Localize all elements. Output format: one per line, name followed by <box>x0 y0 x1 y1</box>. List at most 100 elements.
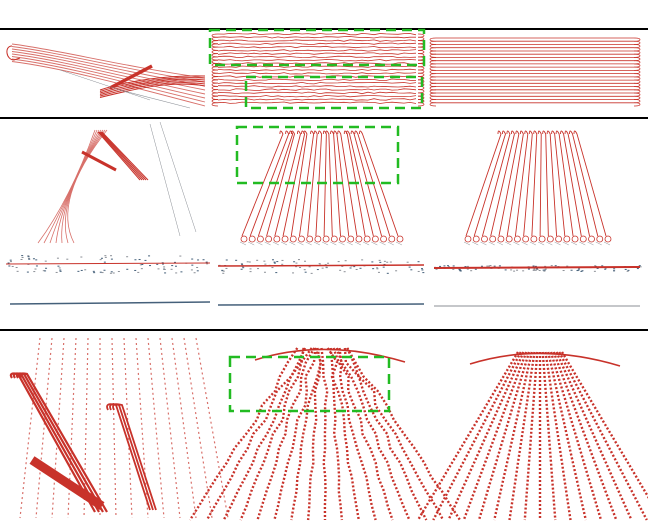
point-sample <box>196 270 199 272</box>
point-sample <box>601 265 604 267</box>
point-sample <box>379 261 382 263</box>
point-sample <box>42 270 45 272</box>
turnaround-loop <box>417 33 425 38</box>
trajectory-line <box>254 348 406 363</box>
point-sample <box>27 257 30 259</box>
point-trace <box>579 241 586 246</box>
point-sample <box>376 268 379 270</box>
trajectory-line <box>241 130 284 237</box>
point-sample <box>174 265 177 267</box>
trajectory-line <box>560 130 582 237</box>
point-sample <box>263 260 266 262</box>
point-sample <box>138 259 141 261</box>
turnaround-loop <box>273 235 281 243</box>
point-trace <box>313 241 321 246</box>
turnaround-loop <box>355 235 363 243</box>
trajectory-line <box>101 131 149 181</box>
point-sample <box>103 269 106 271</box>
row-2-sideview-baseline <box>5 255 211 305</box>
point-sample <box>225 267 228 269</box>
point-sample <box>386 261 389 263</box>
point-trace <box>603 241 611 246</box>
trajectory-line <box>498 130 520 237</box>
trajectory-dotted <box>256 347 316 521</box>
trajectory-dotted <box>432 351 522 521</box>
point-sample <box>191 258 194 260</box>
point-sample <box>533 268 536 270</box>
point-sample <box>446 265 449 267</box>
trajectory-line <box>217 52 417 55</box>
highlight-box <box>228 355 391 413</box>
turnaround-loop <box>211 85 219 91</box>
point-sample <box>421 269 424 271</box>
point-sample <box>196 266 199 268</box>
point-sample <box>522 270 525 272</box>
trajectory-line <box>67 129 108 244</box>
turnaround-loop <box>417 69 425 74</box>
point-sample <box>504 269 507 271</box>
point-sample <box>56 257 59 259</box>
turnaround-loop <box>371 235 379 243</box>
point-sample <box>570 269 573 271</box>
turnaround-loop <box>633 63 641 68</box>
point-sample <box>295 266 298 268</box>
trajectory-dotted <box>555 351 633 521</box>
turnaround-loop <box>464 235 472 243</box>
turnaround-loop <box>429 73 437 78</box>
trajectory-dotted <box>147 337 165 519</box>
point-sample <box>263 271 266 273</box>
point-trace <box>354 241 362 246</box>
trajectory-dotted <box>159 337 181 519</box>
point-sample <box>532 269 535 271</box>
point-sample <box>8 265 11 267</box>
point-sample <box>349 267 352 269</box>
point-sample <box>179 255 182 257</box>
turnaround-loop <box>429 50 437 55</box>
turnaround-loop <box>429 95 437 100</box>
trajectory-line <box>217 45 417 49</box>
point-sample <box>264 263 267 265</box>
turnaround-loop <box>347 235 355 243</box>
point-sample <box>205 261 208 263</box>
trajectory-line <box>99 83 206 98</box>
point-sample <box>459 269 462 271</box>
point-sample <box>359 267 362 269</box>
turnaround-loop <box>633 92 641 97</box>
point-trace <box>239 241 247 246</box>
point-sample <box>240 263 243 265</box>
turnaround-loop <box>633 69 641 75</box>
trajectory-line <box>100 131 147 181</box>
trajectory-dotted <box>35 337 53 519</box>
turnaround-loop <box>211 102 219 107</box>
turnaround-loop <box>417 66 425 71</box>
point-sample <box>256 259 259 261</box>
trajectory-profile <box>217 264 425 267</box>
turnaround-loop <box>633 95 641 100</box>
row-2 <box>5 121 642 307</box>
point-sample <box>594 265 597 267</box>
point-sample <box>249 271 252 273</box>
point-sample <box>103 261 106 263</box>
turnaround-loop <box>281 235 289 243</box>
point-trace <box>463 241 471 246</box>
point-trace <box>529 241 536 246</box>
trajectory-line <box>99 80 206 95</box>
point-sample <box>480 265 483 267</box>
point-sample <box>246 261 249 263</box>
point-trace <box>554 241 561 246</box>
point-sample <box>45 267 48 269</box>
point-trace <box>521 241 528 246</box>
point-sample <box>310 272 313 274</box>
point-sample <box>175 272 178 274</box>
row-2-sideview-intermediate <box>217 259 425 306</box>
point-sample <box>344 260 347 262</box>
point-trace <box>379 241 386 246</box>
trajectory-line <box>49 129 100 244</box>
point-sample <box>32 258 35 260</box>
point-trace <box>363 241 370 246</box>
trajectory-line <box>469 352 621 367</box>
turnaround-loop <box>596 235 604 243</box>
point-sample <box>466 265 469 267</box>
point-sample <box>297 259 300 261</box>
trajectory-line <box>473 130 506 237</box>
